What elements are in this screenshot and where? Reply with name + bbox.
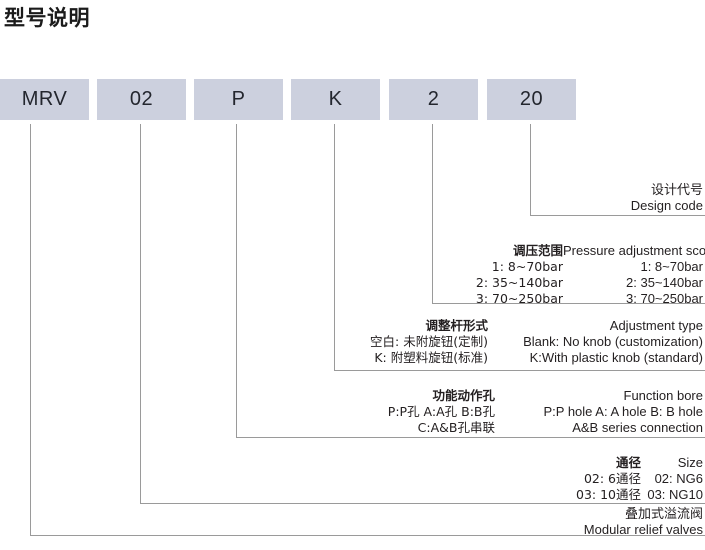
pressure-row: 2: 35~140bar 2: 35~140bar: [431, 275, 703, 291]
adjustment-row-en: K:With plastic knob (standard): [529, 350, 703, 365]
adjustment-row-en: Blank: No knob (customization): [523, 334, 703, 349]
adjustment-row-cn: 空白: 未附旋钮(定制): [370, 334, 488, 349]
leader-vertical-bore: [236, 124, 237, 438]
leader-vertical-pressure: [432, 124, 433, 304]
adjustment-row: K: 附塑料旋钮(标准) K:With plastic knob (standar…: [316, 350, 703, 366]
pressure-row-cn: 1: 8~70bar: [491, 259, 563, 274]
pressure-row-cn: 2: 35~140bar: [475, 275, 563, 290]
pressure-heading-en: Pressure adjustment scope: [563, 243, 705, 258]
pressure-heading-cn: 调压范围: [512, 243, 563, 258]
valve-heading-cn: 叠加式溢流阀: [624, 506, 703, 521]
pressure-row: 1: 8~70bar 1: 8~70bar: [431, 259, 703, 275]
code-box-knob[interactable]: K: [291, 79, 380, 120]
size-row-en: 03: NG10: [647, 487, 703, 502]
bore-heading-en: Function bore: [623, 388, 704, 403]
valve-heading-en: Modular relief valves: [583, 522, 703, 537]
legend-design-code: 设计代号 Design code: [631, 182, 703, 214]
size-heading-cn: 通径: [615, 455, 641, 470]
leader-horizontal-pressure: [432, 303, 705, 304]
pressure-row-cn: 3: 70~250bar: [475, 291, 563, 306]
leader-vertical-design: [530, 124, 531, 216]
leader-horizontal-size: [140, 503, 705, 504]
leader-horizontal-adjustment: [334, 370, 705, 371]
legend-function-bore: 功能动作孔 Function bore P:P孔 A:A孔 B:B孔 P:P hol…: [317, 388, 703, 436]
size-row: 03: 10通径 03: NG10: [551, 487, 703, 503]
size-row: 02: 6通径 02: NG6: [551, 471, 703, 487]
bore-heading: 功能动作孔 Function bore: [317, 388, 703, 404]
size-heading-en: Size: [677, 455, 703, 470]
bore-heading-cn: 功能动作孔: [432, 388, 495, 403]
adjustment-row: 空白: 未附旋钮(定制) Blank: No knob (customizatio…: [316, 334, 703, 350]
code-box-size[interactable]: 02: [97, 79, 186, 120]
bore-row-cn: P:P孔 A:A孔 B:B孔: [387, 404, 495, 419]
size-row-cn: 02: 6通径: [583, 471, 641, 486]
code-box-bore[interactable]: P: [194, 79, 283, 120]
bore-row-en: P:P hole A: A hole B: B hole: [543, 404, 704, 419]
legend-pressure-scope: 调压范围Pressure adjustment scope 1: 8~70bar…: [431, 243, 705, 307]
adjustment-heading: 调整杆形式 Adjustment type: [316, 318, 703, 334]
pressure-heading: 调压范围Pressure adjustment scope: [431, 243, 705, 259]
leader-horizontal-design: [530, 215, 705, 216]
size-heading: 通径 Size: [551, 455, 703, 471]
bore-row-en: A&B series connection: [572, 420, 703, 435]
adjustment-heading-cn: 调整杆形式: [425, 318, 488, 333]
legend-adjustment-type: 调整杆形式 Adjustment type 空白: 未附旋钮(定制) Blank: …: [316, 318, 703, 366]
leader-horizontal-bore: [236, 437, 705, 438]
design-code-heading-cn: 设计代号: [650, 182, 703, 197]
pressure-row-en: 1: 8~70bar: [640, 259, 703, 274]
page-title: 型号说明: [4, 6, 90, 30]
pressure-row-en: 3: 70~250bar: [626, 291, 703, 306]
leader-horizontal-valve: [30, 535, 705, 536]
code-box-series[interactable]: MRV: [0, 79, 89, 120]
leader-vertical-valve: [30, 124, 31, 536]
size-row-cn: 03: 10通径: [576, 487, 641, 502]
pressure-row: 3: 70~250bar 3: 70~250bar: [431, 291, 703, 307]
size-row-en: 02: NG6: [654, 471, 703, 486]
bore-row-cn: C:A&B孔串联: [417, 420, 495, 435]
design-code-heading-en: Design code: [630, 198, 703, 213]
bore-row: C:A&B孔串联 A&B series connection: [317, 420, 703, 436]
legend-valve-type: 叠加式溢流阀 Modular relief valves: [584, 506, 703, 538]
adjustment-row-cn: K: 附塑料旋钮(标准): [374, 350, 488, 365]
leader-vertical-size: [140, 124, 141, 504]
leader-vertical-adjustment: [334, 124, 335, 371]
bore-row: P:P孔 A:A孔 B:B孔 P:P hole A: A hole B: B ho…: [317, 404, 703, 420]
adjustment-heading-en: Adjustment type: [609, 318, 703, 333]
code-box-pressure[interactable]: 2: [389, 79, 478, 120]
code-box-design[interactable]: 20: [487, 79, 576, 120]
legend-size: 通径 Size 02: 6通径 02: NG6 03: 10通径 03: NG10: [551, 455, 703, 503]
pressure-row-en: 2: 35~140bar: [626, 275, 703, 290]
